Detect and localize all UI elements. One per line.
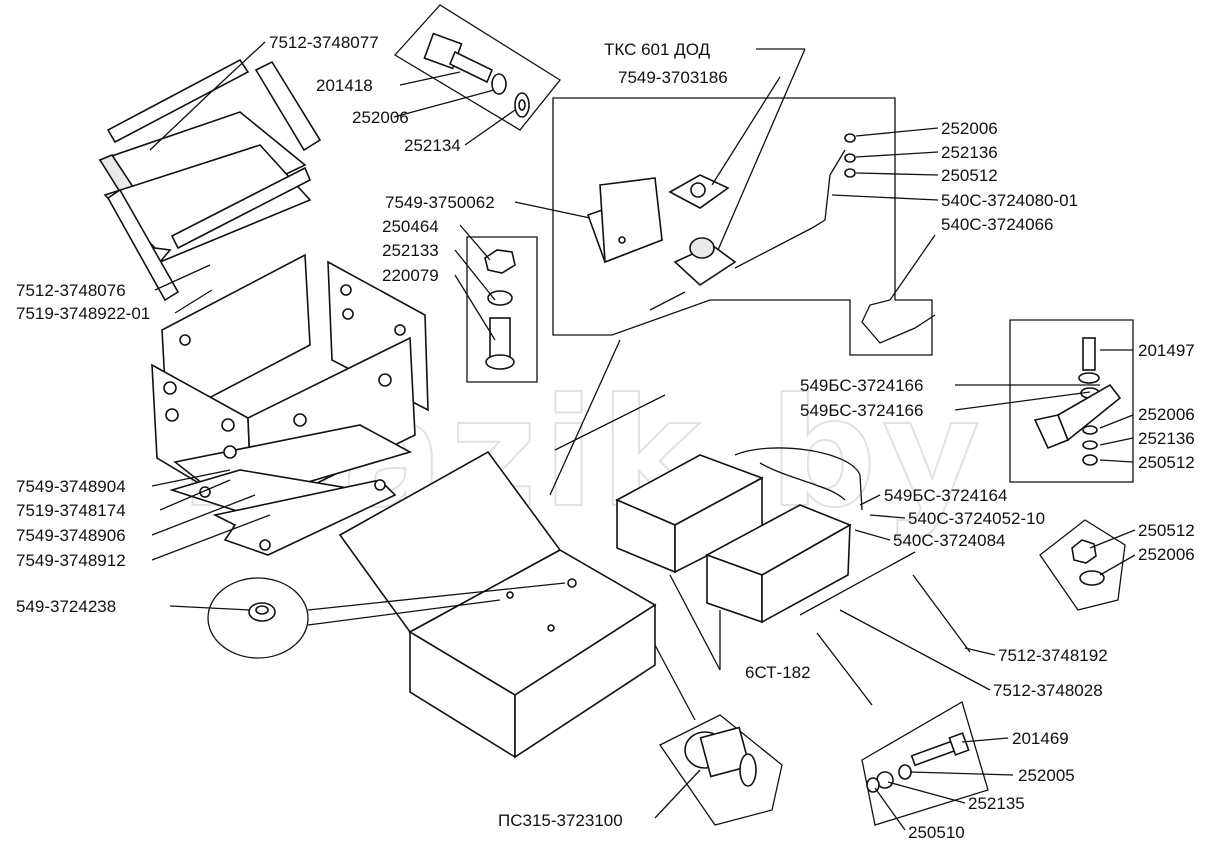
label-7549-3748906: 7549-3748906	[16, 526, 126, 545]
label-252134: 252134	[404, 136, 461, 155]
label-7519-3748174: 7519-3748174	[16, 501, 126, 520]
label-549-3724238: 549-3724238	[16, 597, 116, 616]
batteries-group	[554, 394, 971, 706]
label-549bc-3724166-a: 549БС-3724166	[800, 376, 923, 395]
label-7519-3748922-01: 7519-3748922-01	[16, 304, 150, 323]
label-250510: 250510	[908, 823, 965, 842]
label-7512-3748076: 7512-3748076	[16, 281, 126, 300]
nut-washer-bolt-group	[466, 236, 538, 383]
label-250512-far-right: 250512	[1138, 453, 1195, 472]
label-7549-3750062: 7549-3750062	[385, 193, 495, 212]
leader-lines	[149, 41, 1136, 831]
mass-switch-group	[659, 714, 783, 826]
label-252005: 252005	[1018, 766, 1075, 785]
label-250512-terminal: 250512	[1138, 521, 1195, 540]
label-220079: 220079	[382, 266, 439, 285]
switch-bracket-group	[552, 97, 936, 356]
label-7512-3748028: 7512-3748028	[993, 681, 1103, 700]
label-250512-right: 250512	[941, 166, 998, 185]
label-7549-3748904: 7549-3748904	[16, 477, 126, 496]
label-252006-right: 252006	[941, 119, 998, 138]
label-7549-3748912: 7549-3748912	[16, 551, 126, 570]
label-201469: 201469	[1012, 729, 1069, 748]
grommet-callout-group	[207, 577, 309, 659]
label-540c-3724084: 540С-3724084	[893, 531, 1005, 550]
label-7512-3748077: 7512-3748077	[269, 33, 379, 52]
label-ps315-3723100: ПС315-3723100	[498, 811, 623, 830]
label-7512-3748192: 7512-3748192	[998, 646, 1108, 665]
right-fastener-group	[1009, 319, 1134, 483]
label-549bc-3724166-b: 549БС-3724166	[800, 401, 923, 420]
label-tks-601-dod: ТКС 601 ДОД	[604, 40, 711, 59]
label-250464: 250464	[382, 217, 439, 236]
label-540c-3724080-01: 540С-3724080-01	[941, 191, 1078, 210]
terminal-plate-group	[1039, 519, 1126, 611]
label-252006-far-right: 252006	[1138, 405, 1195, 424]
label-201418: 201418	[316, 76, 373, 95]
lid-plates-group	[98, 58, 322, 302]
label-7549-3703186: 7549-3703186	[618, 68, 728, 87]
label-252006-terminal: 252006	[1138, 545, 1195, 564]
battery-bracket-group	[151, 253, 429, 556]
battery-box-group	[338, 450, 657, 759]
label-540c-3724066: 540С-3724066	[941, 215, 1053, 234]
label-201497: 201497	[1138, 341, 1195, 360]
label-252135: 252135	[968, 794, 1025, 813]
label-549bc-3724164: 549БС-3724164	[884, 486, 1007, 505]
label-252133: 252133	[382, 241, 439, 260]
label-252136-right: 252136	[941, 143, 998, 162]
label-252136-far-right: 252136	[1138, 429, 1195, 448]
label-6ct-182: 6СТ-182	[745, 663, 811, 682]
label-540c-3724052-10: 540С-3724052-10	[908, 509, 1045, 528]
label-252006-top: 252006	[352, 108, 409, 127]
bolt-washers-group	[393, 4, 561, 131]
bottom-bolt-group	[861, 701, 989, 826]
part-labels: 7512-3748077 201418 252006 252134 ТКС 60…	[16, 33, 1195, 842]
